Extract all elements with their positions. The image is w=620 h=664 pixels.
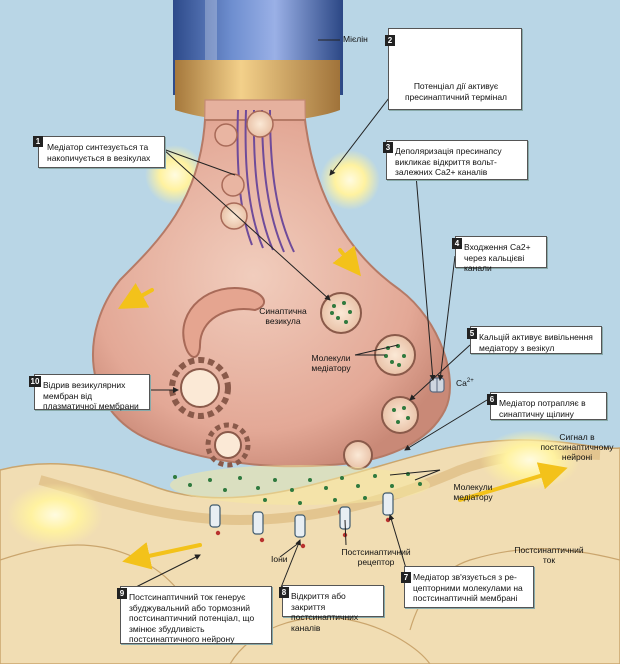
vesicle-axon-2 <box>246 110 274 138</box>
calcium-channel <box>429 377 445 393</box>
transmitter-molecules-label-2: Молекули медіатору <box>453 482 493 502</box>
myelin-label: Мієлін <box>343 34 368 44</box>
step-6-callout: 6 Медіатор потрапляє в синаптичну щілину <box>487 392 607 420</box>
step-3-text: Деполяризація пресинапсу викликає відкри… <box>395 146 502 177</box>
step-8-number: 8 <box>279 587 289 598</box>
step-5-callout: 5 Кальцій активує вивільнення медіатору … <box>467 326 602 354</box>
step-7-callout: 7 Медіатор зв'язується з ре-цепторними м… <box>401 566 534 608</box>
coated-vesicle-1 <box>169 357 231 419</box>
calcium-charge: 2+ <box>466 378 474 384</box>
step-6-text: Медіатор потрапляє в синаптичну щілину <box>499 398 586 419</box>
step-5-text: Кальцій активує вивільнення медіатору з … <box>479 332 593 353</box>
glow-left <box>7 483 103 547</box>
step-8-callout: 8 Відкриття або закриття постсинаптичних… <box>279 585 384 633</box>
signal-postsynaptic-label: Сигнал в постсинаптичному нейроні <box>540 432 614 462</box>
step-7-text: Медіатор зв'язується з ре-цепторними мол… <box>413 572 523 603</box>
synaptic-vesicles <box>320 292 419 470</box>
transmitter-molecules-label: Молекули медіатору <box>311 353 351 373</box>
step-1-text: Медіатор синтезується та накопичується в… <box>47 142 151 163</box>
vesicle-axon-1 <box>214 123 238 147</box>
step-4-number: 4 <box>452 238 462 249</box>
vesicle-axon-4 <box>220 202 248 230</box>
calcium-symbol: Ca <box>456 377 467 388</box>
step-3-callout: 3 Деполяризація пресинапсу викликає відк… <box>383 140 528 180</box>
step-2-callout: 2 Потенціал дії активує пресинаптичний т… <box>385 28 522 110</box>
ions-label: Іони <box>271 554 288 564</box>
current-arrows <box>118 245 568 570</box>
coated-vesicle-2 <box>205 422 251 468</box>
calcium-label: Ca2+ <box>456 376 474 388</box>
vesicle-axon-3 <box>221 173 245 197</box>
step-2-number: 2 <box>385 35 395 46</box>
synaptic-vesicle-label: Синаптична везикула <box>259 306 307 326</box>
step-1-number: 1 <box>33 136 43 147</box>
step-10-number: 10 <box>29 376 41 387</box>
step-4-callout: 4 Входження Ca2+ через кальцієві канали <box>452 236 547 273</box>
step-7-number: 7 <box>401 572 411 583</box>
step-4-text: Входження Ca2+ через кальцієві канали <box>464 242 531 273</box>
step-9-number: 9 <box>117 588 127 599</box>
step-3-number: 3 <box>383 142 393 153</box>
postsynaptic-receptors <box>209 492 394 538</box>
step-9-callout: 9 Постсинаптичний ток генерує збуджуваль… <box>117 586 272 644</box>
step-2-text: Потенціал дії активує пресинаптичний тер… <box>404 81 508 102</box>
step-10-callout: 10 Відрив везикулярних мембран від плазм… <box>29 374 150 411</box>
leader-lines <box>129 39 488 591</box>
step-8-text: Відкриття або закриття постсинаптичних к… <box>291 591 359 633</box>
postsynaptic-receptor-label: Постсинаптичний рецептор <box>341 547 411 567</box>
step-6-number: 6 <box>487 394 497 405</box>
postsynaptic-current-label: Постсинаптичний ток <box>514 545 584 565</box>
mitochondrion <box>182 287 265 358</box>
glow-terminal-right <box>320 150 380 210</box>
step-10-text: Відрив везикулярних мембран від плазмати… <box>43 380 139 411</box>
step-1-callout: 1 Медіатор синтезується та накопичується… <box>33 136 165 168</box>
step-5-number: 5 <box>467 328 477 339</box>
step-9-text: Постсинаптичний ток генерує збуджувальни… <box>129 592 255 644</box>
